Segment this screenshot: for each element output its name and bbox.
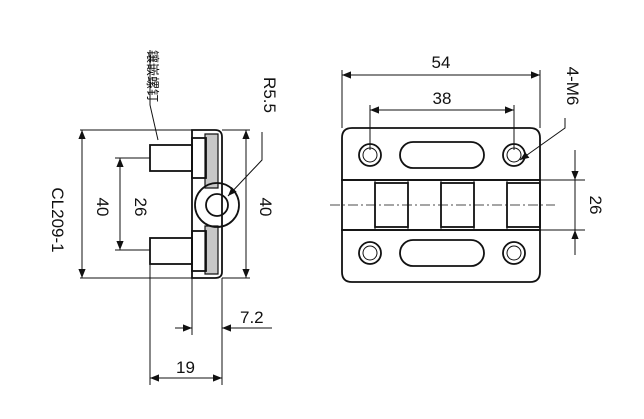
hole-spec-leader	[519, 118, 566, 161]
slot-top	[399, 141, 485, 169]
radius-label: R5.5	[260, 77, 279, 113]
dim-7-2: 7.2	[240, 308, 264, 327]
top-screw-head	[191, 137, 207, 179]
radius-leader	[227, 132, 263, 197]
hole-bottom-right	[502, 241, 526, 265]
knuckle-pin	[205, 193, 229, 217]
upper-leaf	[341, 127, 541, 181]
dim-26-left: 26	[131, 198, 150, 217]
dim-26-right: 26	[586, 196, 605, 215]
bottom-screw-shank	[149, 237, 193, 265]
top-screw-shank	[149, 144, 193, 172]
hole-top-left-inner	[362, 147, 378, 163]
side-plate-outline	[191, 129, 223, 279]
hole-top-right	[502, 143, 526, 167]
lower-leaf	[341, 229, 541, 283]
bottom-screw-head	[191, 230, 207, 272]
dim-54: 54	[432, 53, 451, 72]
dim-38: 38	[433, 89, 452, 108]
dim-40-left: 40	[93, 198, 112, 217]
insert-screw-leader	[149, 50, 159, 141]
side-plate-section	[204, 133, 219, 189]
hole-bottom-left	[358, 241, 382, 265]
dim-40-right: 40	[256, 198, 275, 217]
front-view: 54 38 4-M6	[330, 53, 605, 283]
hole-top-left	[358, 143, 382, 167]
hole-spec-label: 4-M6	[563, 67, 582, 106]
model-label: CL209-1	[48, 187, 67, 252]
hole-bottom-right-inner	[506, 245, 522, 261]
knuckle-outer	[194, 182, 240, 228]
dim-19: 19	[176, 358, 195, 377]
hole-top-right-inner	[506, 147, 522, 163]
side-view: CL209-1 镶嵌螺钉 40 26 R5.5	[48, 50, 279, 385]
hole-bottom-left-inner	[362, 245, 378, 261]
insert-screw-label: 镶嵌螺钉	[144, 50, 160, 102]
side-plate-section-lower	[204, 225, 219, 275]
slot-bottom	[399, 239, 485, 267]
